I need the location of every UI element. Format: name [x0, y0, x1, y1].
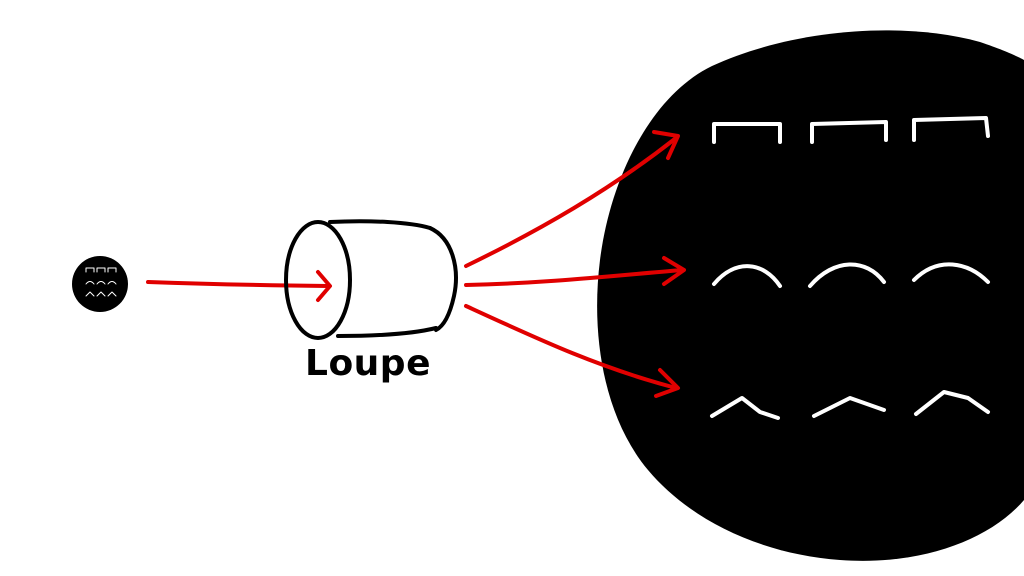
loupe-back-edge [428, 226, 458, 332]
input-arrow [146, 280, 330, 288]
magnified-marks [710, 116, 990, 420]
output-arrow-middle [464, 268, 684, 287]
flat-bracket-shape [912, 116, 990, 142]
flat-bracket-shapes [712, 116, 990, 144]
flat-bracket-shape [810, 120, 888, 144]
small-specimen [72, 256, 128, 312]
input-arrowhead [316, 270, 332, 302]
loupe-front-lens [284, 220, 352, 340]
loupe-top-edge [328, 219, 432, 230]
flat-bracket-shape [712, 122, 782, 144]
output-arrow-top [464, 136, 678, 268]
loupe-label: Loupe [305, 343, 431, 384]
output-arrows [464, 130, 686, 398]
output-arrowhead-middle [662, 256, 686, 286]
pointed-arch-shape [710, 396, 780, 420]
pointed-arch-shapes [710, 390, 990, 420]
pointed-arch-shape [812, 396, 886, 418]
output-arrow-bottom [464, 304, 678, 390]
round-arch-shape [712, 264, 782, 288]
loupe-bottom-edge [336, 326, 438, 338]
round-arch-shape [808, 262, 886, 288]
output-arrowhead-bottom [654, 368, 680, 398]
round-arch-shapes [712, 262, 990, 288]
magnified-disc [597, 30, 1024, 561]
round-arch-shape [912, 262, 990, 284]
small-specimen-disc [72, 256, 128, 312]
small-specimen-marks [85, 267, 117, 297]
output-arrowhead-top [652, 130, 680, 160]
loupe-icon [284, 219, 458, 340]
pointed-arch-shape [914, 390, 990, 416]
